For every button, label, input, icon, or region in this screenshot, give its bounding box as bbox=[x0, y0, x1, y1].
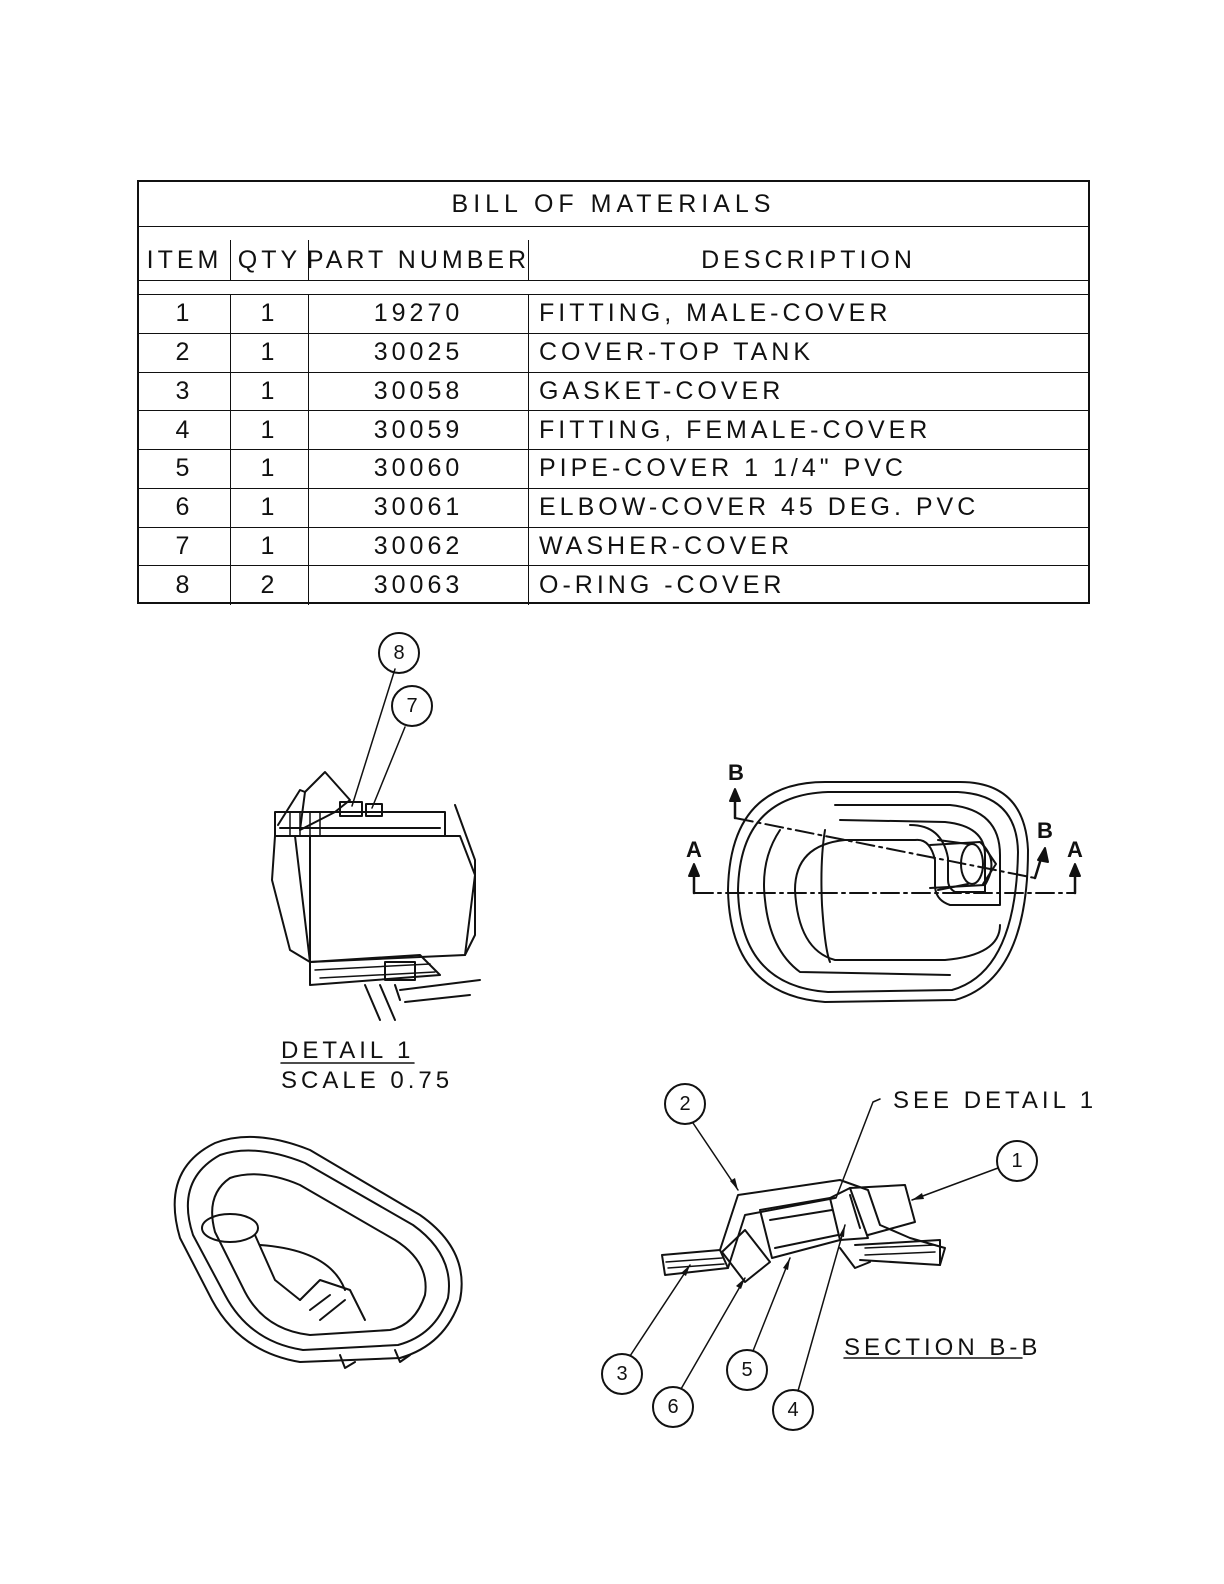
balloon-3-number: 3 bbox=[616, 1363, 627, 1385]
row-item: 1 bbox=[139, 295, 231, 333]
row-qty: 1 bbox=[231, 333, 309, 372]
balloon-6-number: 6 bbox=[667, 1396, 678, 1418]
row-description: COVER-TOP TANK bbox=[539, 338, 815, 367]
row-qty: 2 bbox=[231, 566, 309, 605]
balloon-2-number: 2 bbox=[679, 1093, 690, 1115]
o-ring-part bbox=[339, 801, 363, 817]
row-description: WASHER-COVER bbox=[539, 531, 794, 560]
row-part-number: 30062 bbox=[309, 527, 529, 566]
section-marker-b-left: B bbox=[728, 760, 744, 785]
row-qty: 1 bbox=[231, 527, 309, 566]
balloon-7 bbox=[391, 685, 433, 727]
table-row: 5 1 30060 PIPE-COVER 1 1/4" PVC bbox=[139, 450, 1088, 489]
table-row: 8 2 30063 O-RING -COVER bbox=[139, 566, 1088, 605]
header-qty: QTY bbox=[231, 240, 309, 280]
elbow-part bbox=[721, 1229, 771, 1283]
row-description: FITTING, FEMALE-COVER bbox=[539, 415, 932, 444]
header-part-number: PART NUMBER bbox=[309, 240, 529, 280]
detail-1-view bbox=[271, 668, 481, 1021]
top-plan-view bbox=[688, 781, 1081, 1003]
row-item: 2 bbox=[139, 333, 231, 372]
row-description: O-RING -COVER bbox=[539, 571, 786, 600]
bom-rows: 1 1 19270 FITTING, MALE-COVER 2 1 30025 … bbox=[139, 294, 1088, 605]
table-row: 3 1 30058 GASKET-COVER bbox=[139, 372, 1088, 412]
detail-scale: SCALE 0.75 bbox=[281, 1067, 453, 1094]
row-description: ELBOW-COVER 45 DEG. PVC bbox=[539, 493, 980, 522]
bom-header-row: ITEM QTY PART NUMBER DESCRIPTION bbox=[139, 240, 1088, 281]
balloon-1 bbox=[996, 1140, 1038, 1182]
row-description: FITTING, MALE-COVER bbox=[539, 299, 892, 328]
section-marker-a-left: A bbox=[686, 837, 702, 862]
balloon-5-number: 5 bbox=[741, 1359, 752, 1381]
row-item: 3 bbox=[139, 372, 231, 411]
row-item: 8 bbox=[139, 566, 231, 605]
table-row: 1 1 19270 FITTING, MALE-COVER bbox=[139, 295, 1088, 334]
balloon-6 bbox=[652, 1386, 694, 1428]
row-qty: 1 bbox=[231, 450, 309, 488]
balloon-4 bbox=[772, 1389, 814, 1431]
detail-title: DETAIL 1 bbox=[281, 1037, 414, 1064]
row-part-number: 30061 bbox=[309, 488, 529, 527]
section-line-b-b bbox=[734, 817, 1036, 879]
lower-wall bbox=[309, 954, 441, 986]
bom-rule bbox=[139, 226, 1088, 227]
table-row: 6 1 30061 ELBOW-COVER 45 DEG. PVC bbox=[139, 488, 1088, 528]
section-title: SECTION B-B bbox=[844, 1334, 1041, 1361]
balloon-1-number: 1 bbox=[1011, 1150, 1022, 1172]
row-qty: 1 bbox=[231, 295, 309, 333]
row-part-number: 30060 bbox=[309, 450, 529, 488]
balloon-8-number: 8 bbox=[393, 642, 404, 664]
row-qty: 1 bbox=[231, 488, 309, 527]
balloon-4-number: 4 bbox=[787, 1399, 798, 1421]
pipe-part bbox=[759, 1197, 841, 1259]
balloon-7-number: 7 bbox=[406, 695, 417, 717]
row-description: GASKET-COVER bbox=[539, 376, 785, 405]
balloon-2 bbox=[664, 1083, 706, 1125]
row-item: 7 bbox=[139, 527, 231, 566]
section-marker-a-right: A bbox=[1067, 837, 1083, 862]
row-part-number: 19270 bbox=[309, 295, 529, 333]
row-item: 5 bbox=[139, 450, 231, 488]
row-qty: 1 bbox=[231, 372, 309, 411]
bill-of-materials-table: BILL OF MATERIALS ITEM QTY PART NUMBER D… bbox=[137, 180, 1090, 605]
row-qty: 1 bbox=[231, 411, 309, 449]
see-detail-note: SEE DETAIL 1 bbox=[893, 1087, 1097, 1114]
pipe-opening bbox=[201, 1213, 259, 1243]
row-item: 4 bbox=[139, 411, 231, 449]
table-row: 4 1 30059 FITTING, FEMALE-COVER bbox=[139, 411, 1088, 450]
row-item: 6 bbox=[139, 488, 231, 527]
row-part-number: 30058 bbox=[309, 372, 529, 411]
header-item: ITEM bbox=[139, 240, 231, 280]
row-part-number: 30025 bbox=[309, 333, 529, 372]
section-b-b-view bbox=[661, 1179, 946, 1283]
balloon-8 bbox=[378, 632, 420, 674]
row-part-number: 30059 bbox=[309, 411, 529, 449]
table-row: 7 1 30062 WASHER-COVER bbox=[139, 527, 1088, 567]
balloon-5 bbox=[726, 1349, 768, 1391]
fitting-part bbox=[849, 1184, 916, 1236]
header-description: DESCRIPTION bbox=[701, 245, 916, 274]
isometric-view bbox=[173, 1135, 463, 1369]
table-row: 2 1 30025 COVER-TOP TANK bbox=[139, 333, 1088, 373]
washer-part bbox=[365, 803, 383, 817]
pipe-body bbox=[294, 835, 476, 963]
row-part-number: 30063 bbox=[309, 566, 529, 605]
balloon-3 bbox=[601, 1353, 643, 1395]
section-marker-b-right: B bbox=[1037, 818, 1053, 843]
row-description: PIPE-COVER 1 1/4" PVC bbox=[539, 454, 907, 483]
